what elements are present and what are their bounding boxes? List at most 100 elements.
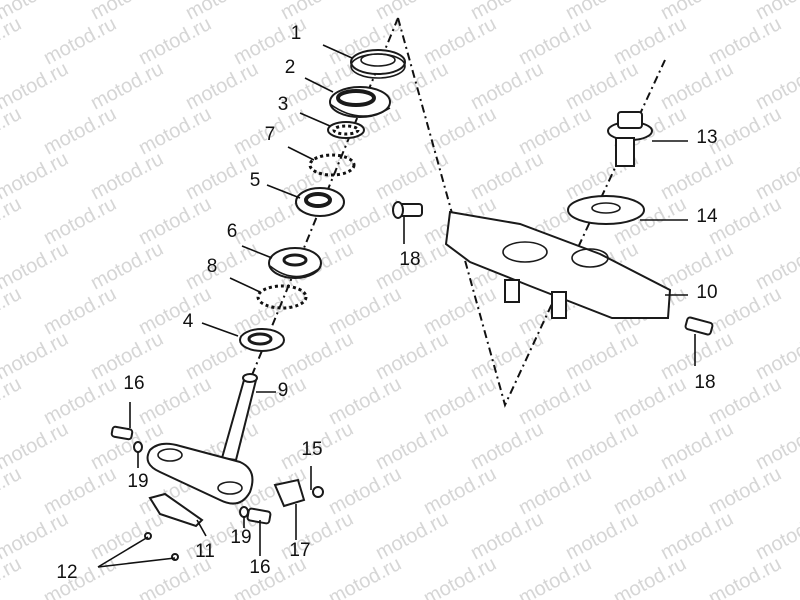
- watermark-text: motod.ru: [467, 418, 547, 474]
- part-15-bolt: [312, 486, 324, 498]
- callout-6: 6: [227, 221, 238, 242]
- callout-9: 9: [278, 380, 289, 401]
- watermark-text: motod.ru: [372, 508, 452, 564]
- callout-18: 18: [399, 249, 420, 270]
- watermark-text: motod.ru: [325, 373, 405, 429]
- watermark-text: motod.ru: [657, 148, 737, 204]
- part-12-screws: [144, 532, 179, 561]
- callout-17: 17: [289, 540, 310, 561]
- part-17-clip: [273, 478, 306, 508]
- watermark-text: motod.ru: [40, 13, 120, 69]
- watermark-text: motod.ru: [515, 463, 595, 519]
- watermark-text: motod.ru: [515, 373, 595, 429]
- watermark-text: motod.ru: [277, 328, 357, 384]
- watermark-text: motod.ru: [40, 283, 120, 339]
- callout-18: 18: [694, 372, 715, 393]
- watermark-text: motod.ru: [610, 13, 690, 69]
- part-16-pinch-bolt-upper: [110, 425, 134, 441]
- callout-7: 7: [265, 124, 276, 145]
- watermark-text: motod.ru: [562, 418, 642, 474]
- watermark-text: motod.ru: [0, 553, 25, 600]
- watermark-text: motod.ru: [610, 373, 690, 429]
- watermark-text: motod.ru: [705, 463, 785, 519]
- part-2-adjusting-nut: [329, 86, 391, 118]
- leader-lines: [97, 44, 696, 568]
- callout-5: 5: [250, 170, 261, 191]
- watermark-text: motod.ru: [420, 103, 500, 159]
- part-9-steering-stem: [146, 373, 258, 505]
- watermark-text: motod.ru: [40, 463, 120, 519]
- part-8-ball-race: [256, 284, 308, 310]
- watermark-text: motod.ru: [87, 238, 167, 294]
- callout-2: 2: [285, 57, 296, 78]
- assembly-axis-lines: [249, 17, 666, 408]
- callout-15: 15: [301, 439, 322, 460]
- watermark-text: motod.ru: [372, 148, 452, 204]
- watermark-text: motod.ru: [87, 58, 167, 114]
- watermark-text: motod.ru: [610, 463, 690, 519]
- callout-3: 3: [278, 94, 289, 115]
- watermark-text: motod.ru: [420, 283, 500, 339]
- watermark-text: motod.ru: [135, 103, 215, 159]
- watermark-text: motod.ru: [657, 418, 737, 474]
- callout-16: 16: [123, 373, 144, 394]
- part-5-bearing-cup: [295, 187, 345, 217]
- watermark-text: motod.ru: [467, 328, 547, 384]
- callout-10: 10: [696, 282, 717, 303]
- watermark-text: motod.ru: [562, 58, 642, 114]
- callout-4: 4: [183, 311, 194, 332]
- watermark-text: motod.ru: [135, 13, 215, 69]
- watermark-text: motod.ru: [40, 103, 120, 159]
- callout-13: 13: [696, 127, 717, 148]
- callout-8: 8: [207, 256, 218, 277]
- part-3-bearing: [327, 121, 365, 139]
- callout-19: 19: [127, 471, 148, 492]
- part-13-stem-nut: [607, 111, 653, 167]
- part-18-bolt-left: [392, 201, 423, 219]
- watermark-text: motod.ru: [40, 553, 120, 600]
- watermark-text: motod.ru: [135, 193, 215, 249]
- watermark-text: motod.ru: [705, 13, 785, 69]
- watermark-text: motod.ru: [515, 103, 595, 159]
- watermark-text: motod.ru: [420, 463, 500, 519]
- part-1-locknut: [350, 49, 406, 79]
- watermark-text: motod.ru: [705, 553, 785, 600]
- part-19-washer-lower: [239, 506, 249, 518]
- watermark-text: motod.ru: [325, 283, 405, 339]
- watermark-text: motod.ru: [182, 58, 262, 114]
- watermark-text: motod.ru: [467, 148, 547, 204]
- watermark-text: motod.ru: [372, 328, 452, 384]
- watermark-text: motod.ru: [325, 463, 405, 519]
- part-10-upper-triple-clamp: [444, 210, 672, 319]
- part-4-dust-seal: [239, 328, 285, 352]
- watermark-text: motod.ru: [135, 283, 215, 339]
- watermark-text: motod.ru: [0, 193, 25, 249]
- watermark-text: motod.ru: [40, 373, 120, 429]
- part-18-bolt-right: [684, 316, 714, 336]
- callout-12: 12: [56, 562, 77, 583]
- watermark-text: motod.ru: [610, 553, 690, 600]
- watermark-text: motod.ru: [705, 373, 785, 429]
- watermark-text: motod.ru: [0, 373, 25, 429]
- watermark-text: motod.ru: [182, 238, 262, 294]
- watermark-text: motod.ru: [562, 328, 642, 384]
- watermark-text: motod.ru: [0, 463, 25, 519]
- watermark-text: motod.ru: [562, 508, 642, 564]
- watermark-text: motod.ru: [40, 193, 120, 249]
- callout-14: 14: [696, 206, 718, 227]
- watermark-text: motod.ru: [515, 13, 595, 69]
- watermark-text: motod.ru: [467, 58, 547, 114]
- watermark-text: motod.ru: [372, 418, 452, 474]
- watermark-text: motod.ru: [657, 58, 737, 114]
- part-19-washer-upper: [133, 441, 143, 453]
- callout-19: 19: [230, 527, 251, 548]
- watermark-text: motod.ru: [0, 103, 25, 159]
- watermark-text: motod.ru: [0, 13, 25, 69]
- watermark-text: motod.ru: [420, 13, 500, 69]
- watermark-text: motod.ru: [420, 553, 500, 600]
- part-6-bearing-cone: [268, 247, 322, 279]
